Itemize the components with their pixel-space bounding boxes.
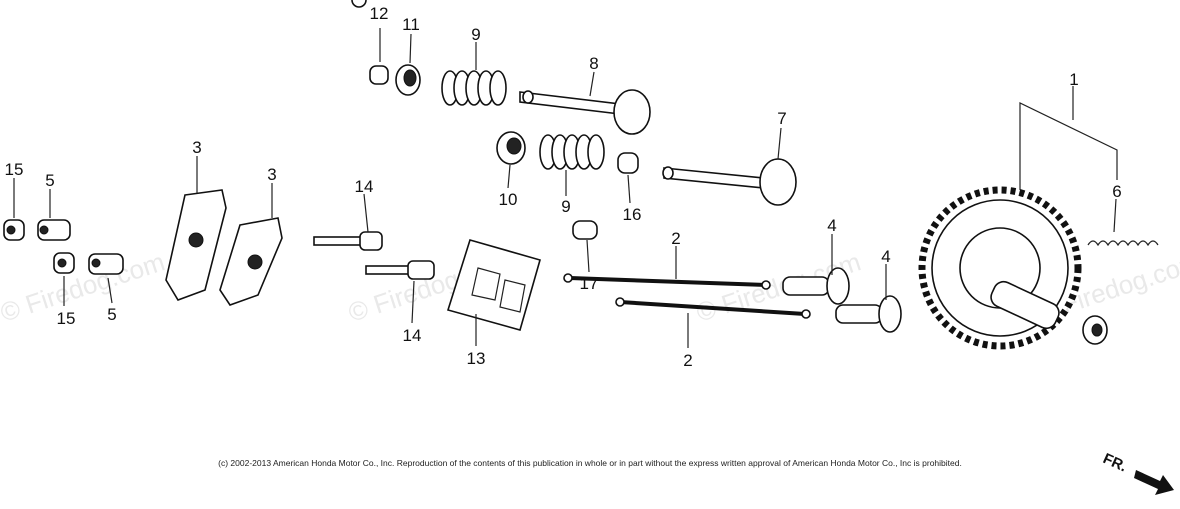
callout-11: 11: [402, 15, 420, 34]
callout-8: 8: [589, 54, 598, 73]
part-6-spring: [1087, 240, 1159, 247]
callout-12: 12: [370, 4, 389, 23]
callout-14: 14: [403, 326, 422, 345]
part-15-nut-lower: [53, 252, 75, 274]
part-2-push-rod-upper: [563, 273, 771, 290]
callout-4: 4: [827, 216, 836, 235]
part-10-retainer: [496, 131, 526, 165]
part-3-rocker-arm-left: [165, 189, 227, 301]
callout-5: 5: [107, 305, 116, 324]
part-12-cap: [351, 0, 389, 85]
callout-3: 3: [192, 138, 201, 157]
part-4-tappet-lower: [835, 295, 902, 333]
part-3-rocker-arm-right: [219, 217, 283, 306]
callout-7: 7: [777, 109, 786, 128]
callout-4: 4: [881, 247, 890, 266]
callouts: 1 2 2 3 3 4 4 5 5 6 7 8 9 9 10 11 12 13 …: [5, 4, 1122, 370]
callout-9: 9: [471, 25, 480, 44]
callout-9: 9: [561, 197, 570, 216]
callout-5: 5: [45, 171, 54, 190]
callout-14: 14: [355, 177, 374, 196]
part-11-retainer: [395, 64, 421, 96]
part-1-camshaft: [918, 186, 1108, 350]
part-16-seal: [617, 152, 639, 174]
part-5-nut-upper: [37, 219, 71, 241]
part-9-valve-spring-lower: [539, 134, 605, 170]
part-14-stud-upper: [313, 231, 383, 251]
part-14-stud-lower: [365, 260, 435, 280]
part-2-push-rod-lower: [615, 297, 811, 319]
part-7-valve: [662, 158, 797, 206]
watermark-text: © Firedog.com: [0, 246, 168, 327]
callout-17: 17: [580, 274, 599, 293]
callout-6: 6: [1112, 182, 1121, 201]
callout-10: 10: [499, 190, 518, 209]
front-direction-indicator: FR.: [1100, 450, 1174, 495]
callout-15: 15: [5, 160, 24, 179]
callout-2: 2: [671, 229, 680, 248]
callout-1: 1: [1069, 70, 1078, 89]
copyright-notice: (c) 2002-2013 American Honda Motor Co., …: [218, 458, 962, 468]
part-9-valve-spring-upper: [441, 70, 507, 106]
callout-3: 3: [267, 165, 276, 184]
leader-lines: [13, 28, 1118, 348]
part-17-seal: [572, 220, 598, 240]
part-4-tappet-upper: [782, 267, 850, 305]
callout-15: 15: [57, 309, 76, 328]
front-arrow-icon: [1134, 470, 1174, 495]
callout-2: 2: [683, 351, 692, 370]
part-8-valve: [519, 89, 651, 135]
part-5-nut-lower: [88, 253, 124, 275]
part-13-guide-plate: [446, 239, 541, 331]
part-15-nut-upper: [3, 219, 25, 241]
callout-16: 16: [623, 205, 642, 224]
callout-13: 13: [467, 349, 486, 368]
